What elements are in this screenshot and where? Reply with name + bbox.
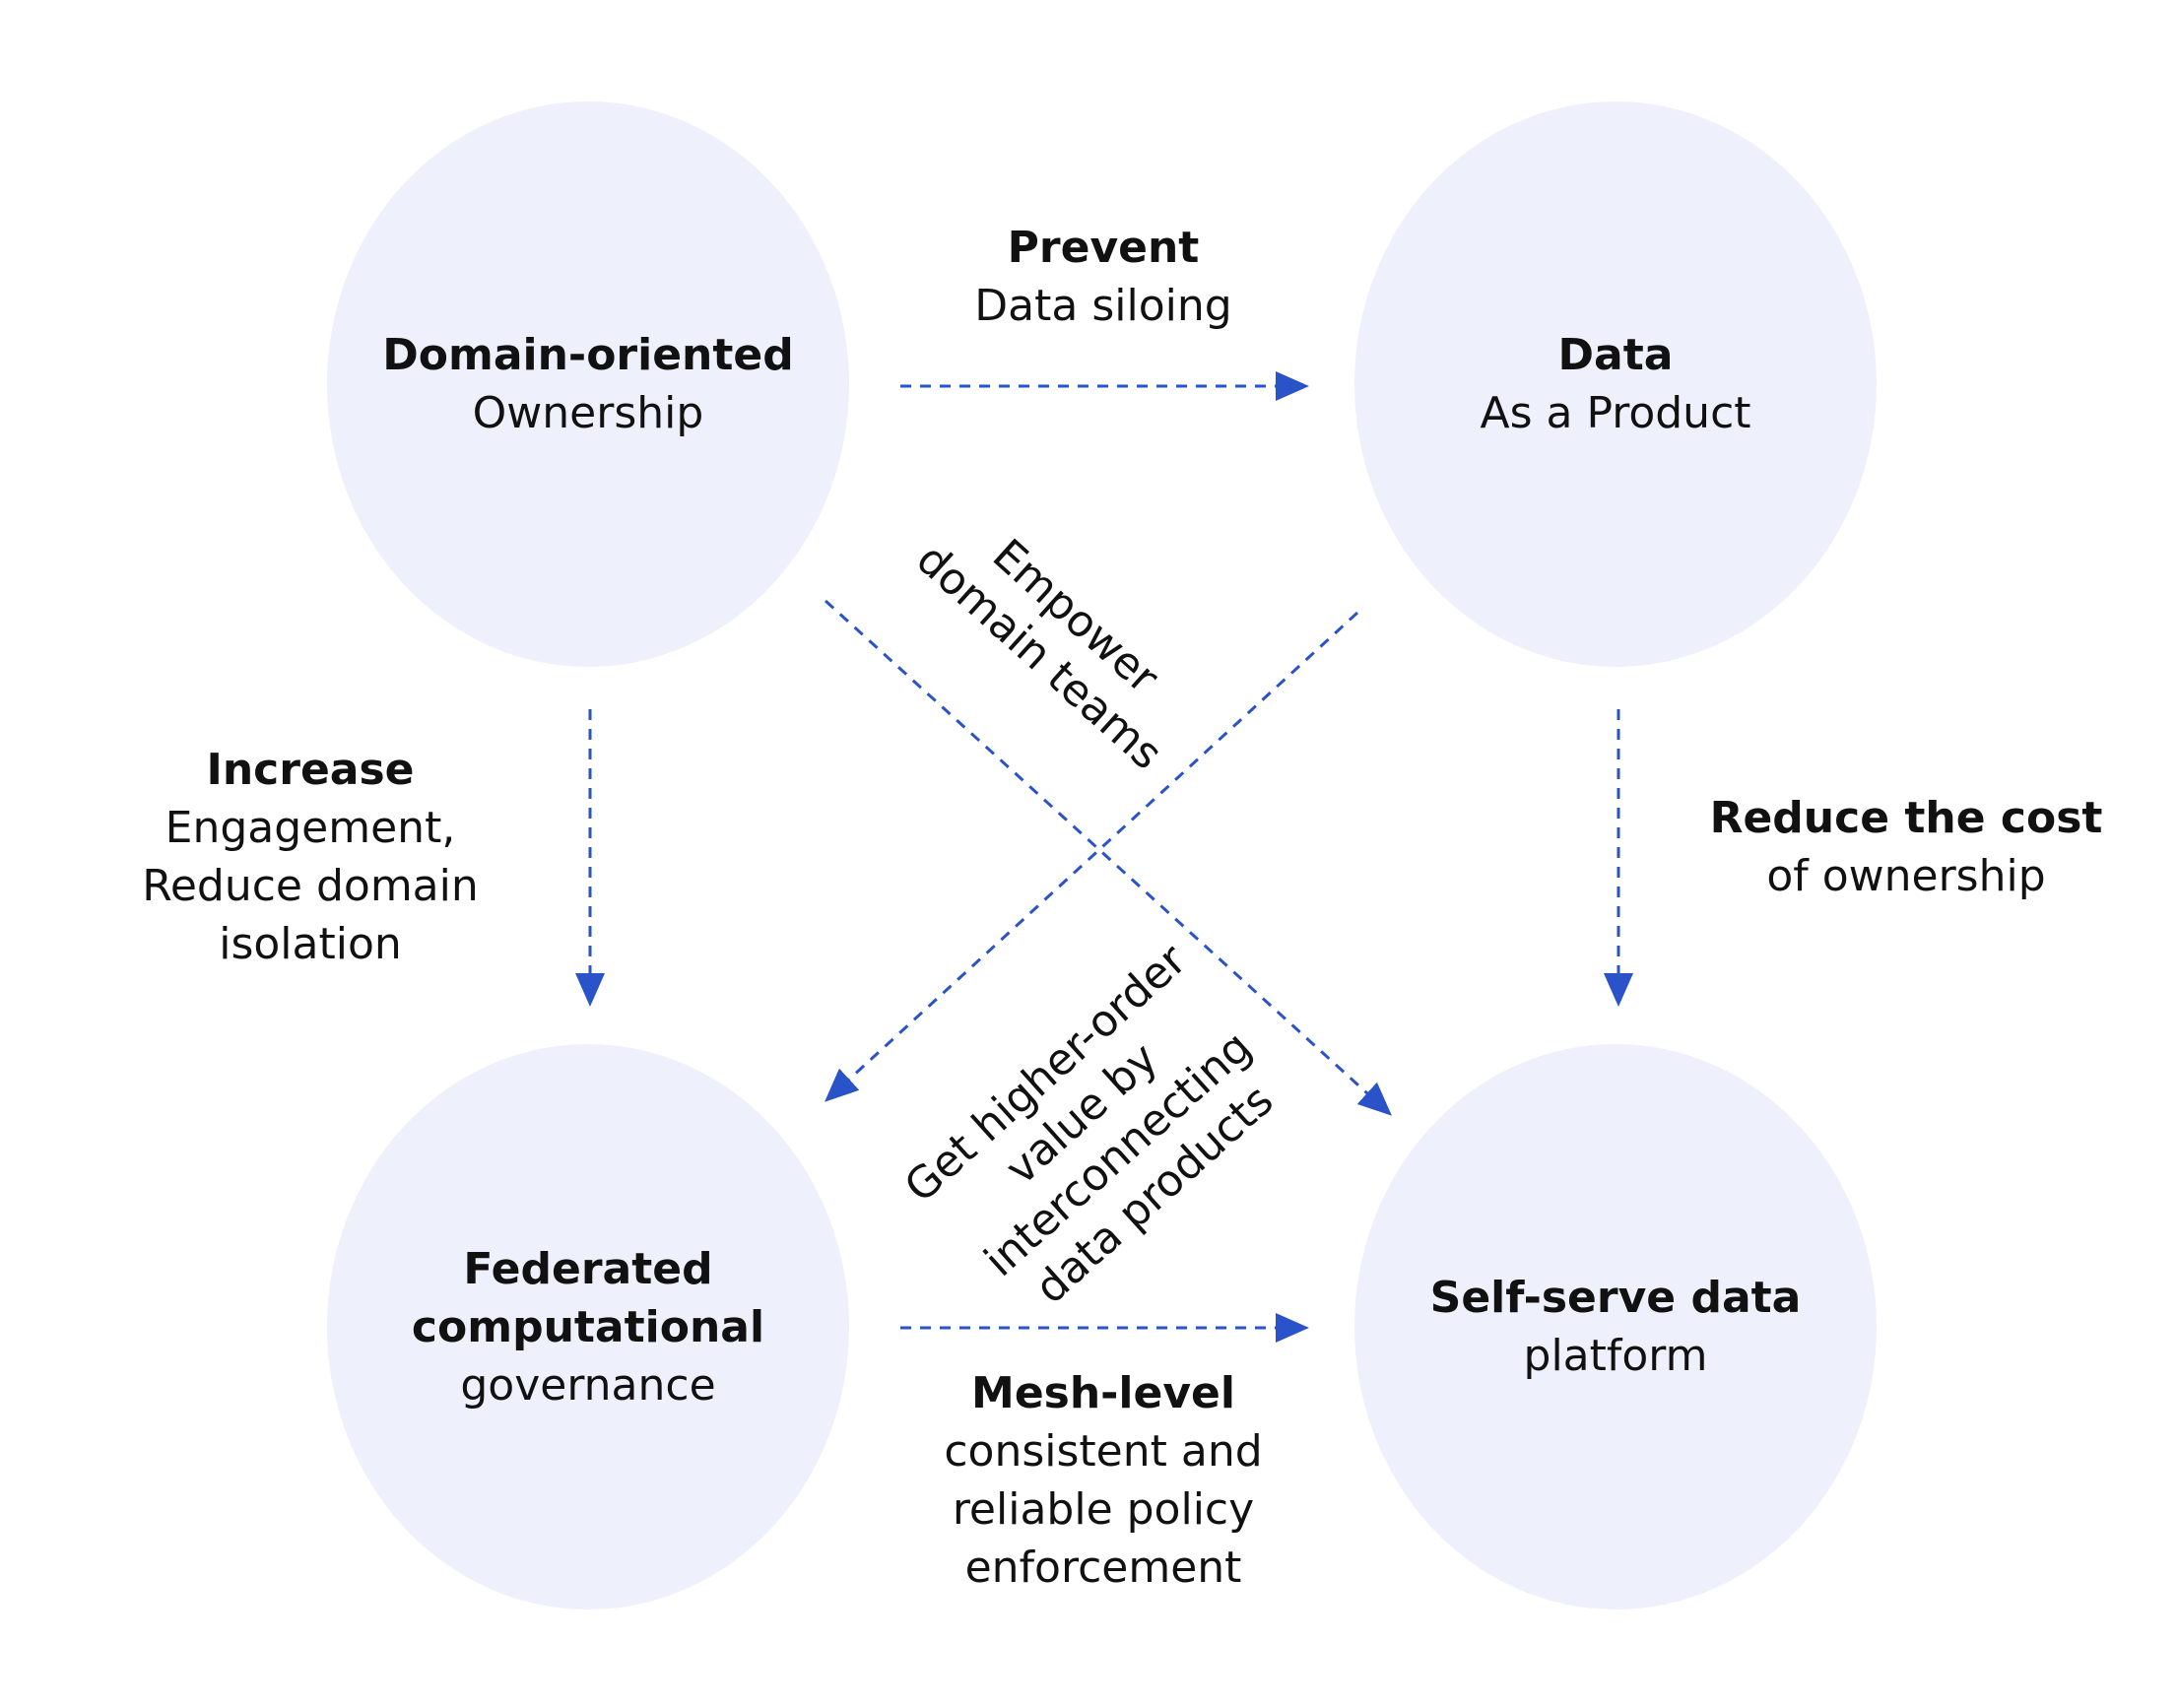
- edge-increase-line2: Reduce domain: [142, 861, 479, 911]
- arrow-domain-to-selfserve: [824, 599, 1392, 1116]
- node-federated-title-2: computational: [411, 1301, 765, 1352]
- edge-mesh-line2: reliable policy: [952, 1484, 1255, 1535]
- edge-reduce-bold: Reduce the cost: [1709, 793, 2103, 843]
- node-self-serve-platform: Self-serve data platform: [1354, 1044, 1877, 1609]
- node-domain-title: Domain-oriented: [382, 330, 794, 380]
- node-federated-governance: Federated computational governance: [327, 1044, 849, 1609]
- edge-label-increase: Increase Engagement, Reduce domain isola…: [113, 741, 507, 973]
- edge-label-mesh-level: Mesh-level consistent and reliable polic…: [906, 1364, 1300, 1597]
- edge-reduce-line1: of ownership: [1766, 851, 2046, 901]
- node-data-subtitle: As a Product: [1480, 388, 1751, 438]
- edge-increase-line3: isolation: [219, 919, 402, 969]
- node-federated-subtitle: governance: [460, 1359, 716, 1411]
- edge-prevent-line1: Data siloing: [974, 281, 1232, 331]
- node-data-title: Data: [1557, 330, 1674, 380]
- arrow-data-to-federated: [825, 611, 1359, 1102]
- edge-mesh-bold: Mesh-level: [971, 1368, 1235, 1418]
- edge-increase-line1: Engagement,: [165, 803, 456, 853]
- edge-label-reduce-cost: Reduce the cost of ownership: [1675, 789, 2138, 905]
- edge-increase-bold: Increase: [206, 745, 415, 795]
- edge-prevent-bold: Prevent: [1007, 223, 1200, 273]
- edge-label-prevent: Prevent Data siloing: [906, 219, 1300, 335]
- edge-mesh-line3: enforcement: [964, 1543, 1242, 1593]
- node-data-as-a-product: Data As a Product: [1354, 101, 1877, 667]
- node-selfserve-title: Self-serve data: [1429, 1273, 1802, 1323]
- node-federated-title-1: Federated: [463, 1243, 713, 1294]
- node-domain-subtitle: Ownership: [472, 388, 704, 438]
- node-domain-oriented-ownership: Domain-oriented Ownership: [327, 101, 849, 667]
- edge-mesh-line1: consistent and: [944, 1426, 1263, 1477]
- node-selfserve-subtitle: platform: [1523, 1331, 1708, 1381]
